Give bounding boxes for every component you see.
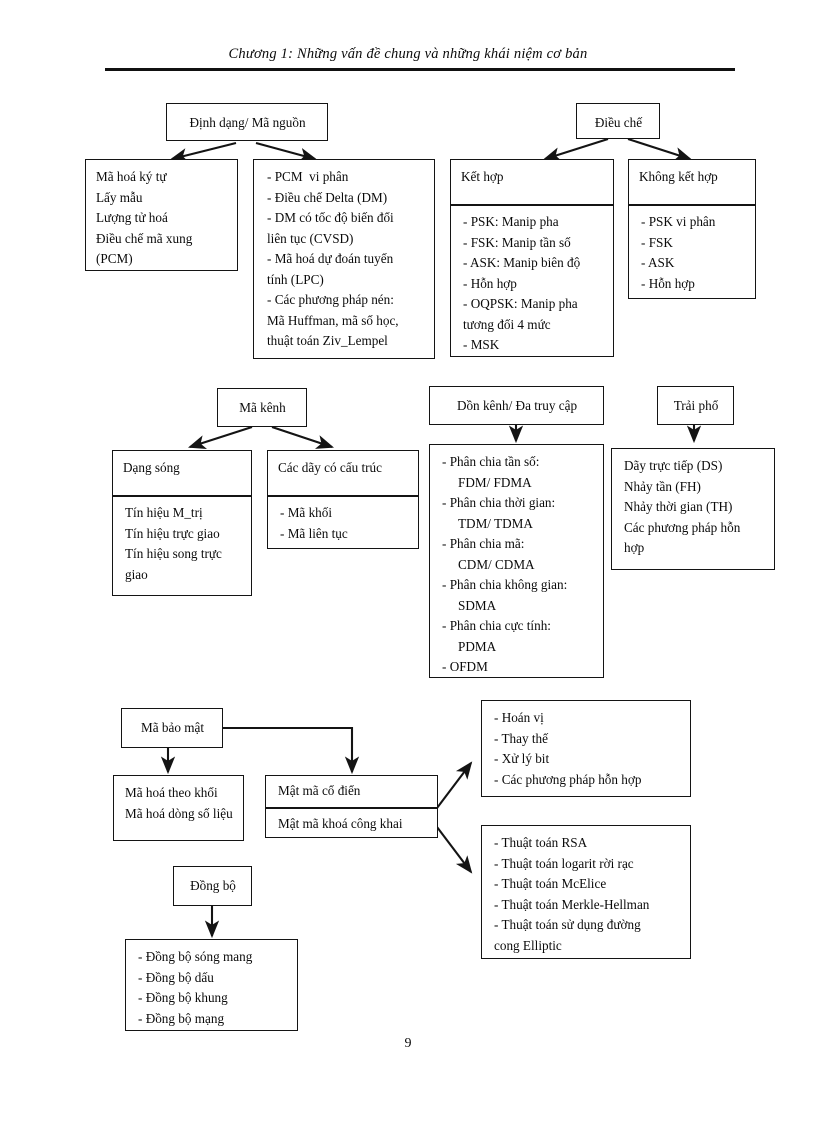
node-security-code-title: Mã bảo mật: [121, 708, 223, 748]
wire-channel-to-structured: [271, 426, 334, 449]
node-publickey-cipher-methods: - Thuật toán RSA - Thuật toán logarit rờ…: [481, 825, 691, 959]
header-rule: [105, 68, 735, 71]
node-spread-spectrum-title: Trải phổ: [657, 386, 734, 425]
wire-modulation-to-coherent: [542, 137, 609, 162]
node-multiplexing-content: - Phân chia tần số: FDM/ FDMA - Phân chi…: [429, 444, 604, 678]
node-format-source-left: Mã hoá ký tự Lấy mẫu Lượng tử hoá Điều c…: [85, 159, 238, 271]
wire-channel-to-waveform: [188, 426, 253, 450]
wire-classic-to-methods: [436, 761, 473, 809]
node-security-block: Mã hoá theo khối Mã hoá dòng số liệu: [113, 775, 244, 841]
node-format-source-title: Định dạng/ Mã nguồn: [166, 103, 328, 141]
node-noncoherent: Không kết hợp - PSK vi phân - FSK - ASK …: [628, 159, 756, 299]
page-number: 9: [404, 1036, 412, 1051]
wire-modulation-to-noncoherent: [627, 138, 692, 162]
node-spread-spectrum-content: Dãy trực tiếp (DS) Nhảy tần (FH) Nhảy th…: [611, 448, 775, 570]
node-multiplexing-title: Dồn kênh/ Đa truy cập: [429, 386, 604, 425]
node-sync-content: - Đồng bộ sóng mang - Đồng bộ dấu - Đồng…: [125, 939, 298, 1031]
node-channel-code-title: Mã kênh: [217, 388, 307, 427]
node-structured-sequences: Các dãy có cấu trúc - Mã khối - Mã liên …: [267, 450, 419, 549]
node-format-source-right: - PCM vi phân - Điều chế Delta (DM) - DM…: [253, 159, 435, 359]
wire-security-to-cipher: [223, 726, 360, 775]
node-cipher: Mật mã cổ điển Mật mã khoá công khai: [265, 775, 438, 838]
node-sync-title: Đồng bộ: [173, 866, 252, 906]
wire-publickey-to-methods: [436, 826, 473, 874]
wire-format-to-left: [169, 141, 237, 163]
node-waveform: Dạng sóng Tín hiệu M_trị Tín hiệu trực g…: [112, 450, 252, 596]
node-modulation-title: Điều chế: [576, 103, 660, 139]
node-classic-cipher-methods: - Hoán vị - Thay thế - Xử lý bit - Các p…: [481, 700, 691, 797]
wire-format-to-right: [255, 141, 318, 162]
node-coherent: Kết hợp - PSK: Manip pha - FSK: Manip tầ…: [450, 159, 614, 357]
page-header-title: Chương 1: Những vấn đề chung và những kh…: [228, 46, 588, 62]
